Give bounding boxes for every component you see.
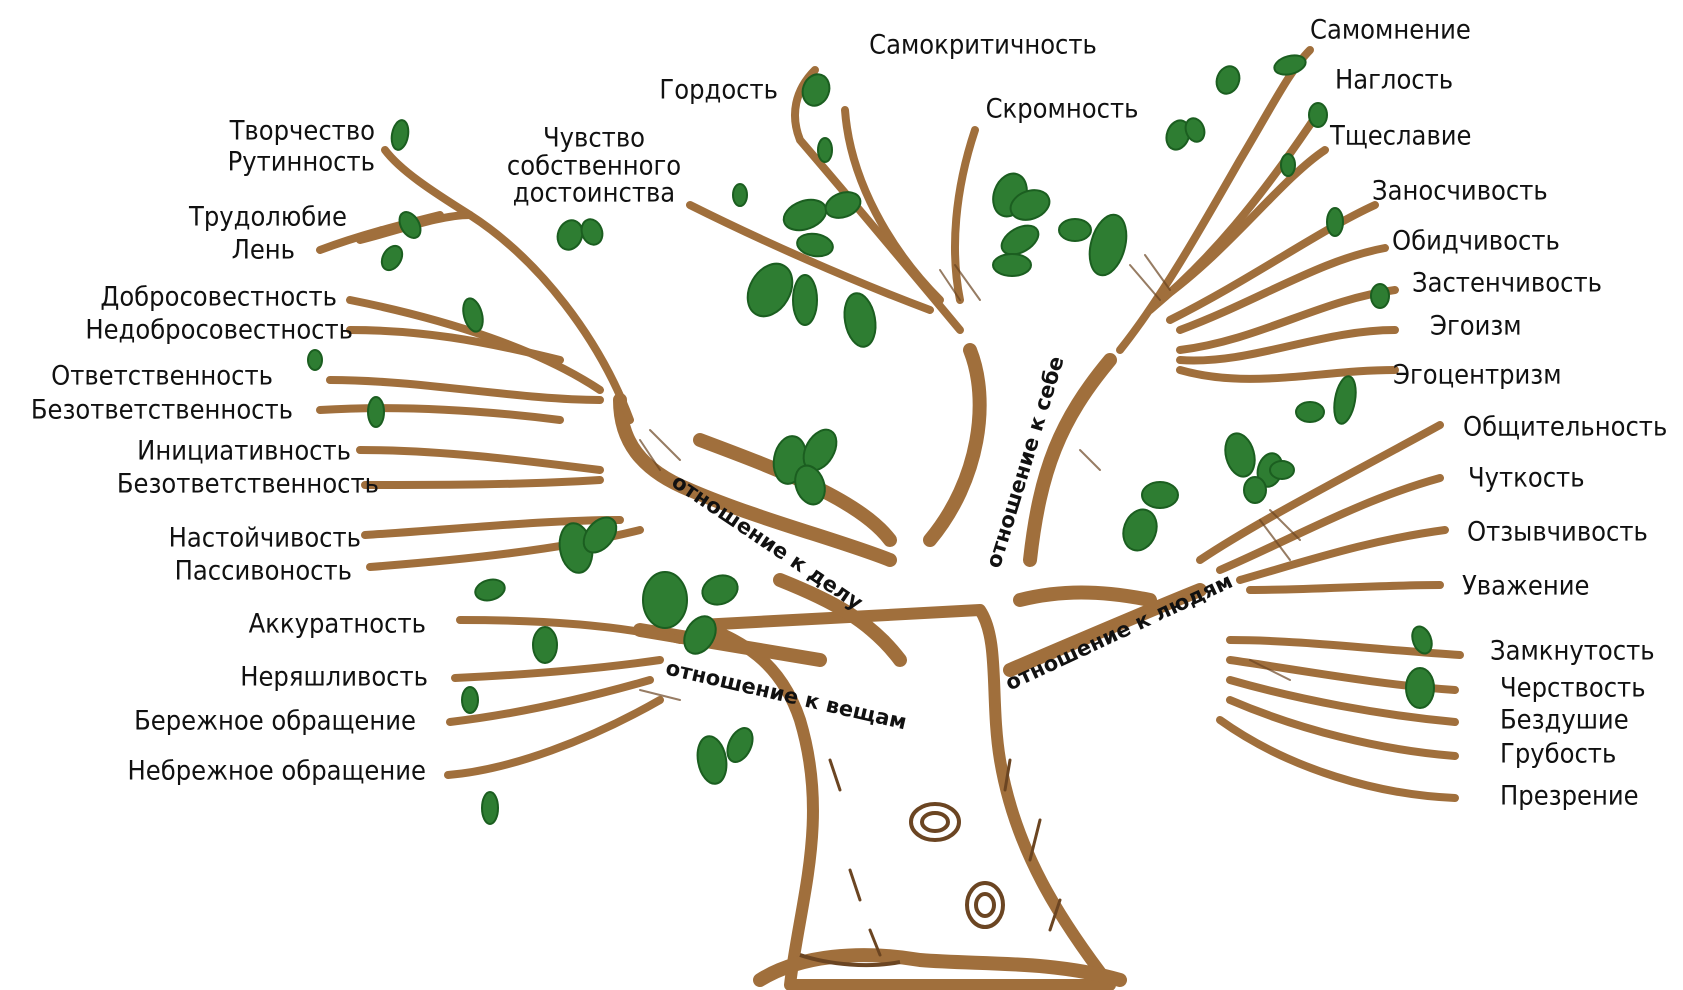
trait-reticence: Замкнутость <box>1490 638 1655 665</box>
things-branches <box>448 620 680 775</box>
trait-rudeness: Грубость <box>1500 741 1616 768</box>
trait-conscientiousness: Добросовестность <box>100 284 337 311</box>
trait-shyness: Застенчивость <box>1412 270 1602 297</box>
trait-egocentrism: Эгоцентризм <box>1393 362 1562 389</box>
trait-contempt: Презрение <box>1500 783 1639 810</box>
trait-dignity: Чувство собственного достоинства <box>507 125 681 208</box>
trait-sensitivity: Чуткость <box>1468 465 1585 492</box>
trait-unscrupulousness: Недобросовестность <box>85 317 353 344</box>
work-branches <box>320 150 640 567</box>
trait-modesty: Скромность <box>986 96 1139 123</box>
trait-sloppiness: Неряшливость <box>240 664 428 691</box>
trait-diligence: Трудолюбие <box>189 204 347 231</box>
trait-selfishness: Эгоизм <box>1430 313 1522 340</box>
trait-persistence: Настойчивость <box>169 525 361 552</box>
trait-touchiness: Обидчивость <box>1392 228 1560 255</box>
trait-sociability: Общительность <box>1463 414 1667 441</box>
trait-neatness: Аккуратность <box>249 611 426 638</box>
trait-responsiveness: Отзывчивость <box>1467 519 1648 546</box>
trait-careless-handling: Небрежное обращение <box>128 758 426 785</box>
trait-callousness: Черствость <box>1500 675 1646 702</box>
trait-responsibility: Ответственность <box>51 363 273 390</box>
trait-vanity: Тщеславие <box>1330 123 1472 150</box>
trait-respect: Уважение <box>1462 573 1589 600</box>
trait-routine: Рутинность <box>228 149 375 176</box>
trait-passivity: Пассивоность <box>175 558 352 585</box>
trait-pride: Гордость <box>659 77 778 104</box>
trait-initiative: Инициативность <box>137 438 351 465</box>
trait-impudence: Наглость <box>1335 67 1453 94</box>
trait-conceit: Самомнение <box>1310 17 1471 44</box>
trait-careful-handling: Бережное обращение <box>134 708 416 735</box>
trait-irresponsibility-1: Безответственность <box>31 397 293 424</box>
trait-laziness: Лень <box>232 237 295 264</box>
trait-arrogance: Заносчивость <box>1372 178 1548 205</box>
trait-irresponsibility-2: Безответственность <box>117 471 379 498</box>
trait-heartlessness: Бездушие <box>1500 707 1629 734</box>
trait-creativity: Творчество <box>230 118 375 145</box>
trait-self-criticism: Самокритичность <box>869 32 1097 59</box>
people-branches <box>1200 425 1460 798</box>
